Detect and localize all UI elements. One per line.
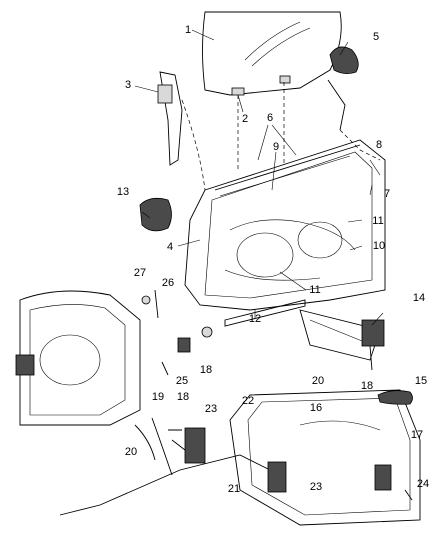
- callout-20-right: 20: [311, 375, 325, 387]
- callout-26: 26: [161, 277, 175, 289]
- callout-18-mid: 18: [176, 391, 190, 403]
- callout-11-lower: 11: [309, 284, 321, 296]
- callout-14: 14: [412, 292, 426, 304]
- front-run-channel: [157, 71, 183, 166]
- clip: [161, 361, 169, 376]
- callout-10: 10: [372, 240, 386, 252]
- callout-13: 13: [116, 186, 130, 198]
- leader-lines: [134, 29, 384, 326]
- callout-5: 5: [372, 31, 380, 43]
- speaker: [139, 197, 172, 232]
- callout-23-left: 23: [204, 403, 218, 415]
- door-latch-left: [168, 427, 206, 464]
- door-lower-right-view: [229, 389, 421, 526]
- callout-9: 9: [272, 141, 280, 153]
- callout-21: 21: [227, 483, 241, 495]
- callout-20-left: 20: [124, 446, 138, 458]
- link-rod-2: [134, 424, 156, 461]
- door-handle-part: [177, 337, 191, 353]
- window-regulator: [299, 309, 385, 371]
- grommet: [201, 326, 213, 338]
- door-inner-panel: [184, 139, 386, 311]
- outside-mirror: [327, 46, 359, 131]
- link-rod: [151, 417, 173, 476]
- callout-27: 27: [133, 267, 147, 279]
- callout-4: 4: [166, 241, 174, 253]
- callout-7: 7: [383, 188, 391, 200]
- release-cable: [59, 454, 271, 516]
- callout-11-upper: 11: [372, 215, 384, 227]
- callout-12: 12: [248, 313, 262, 325]
- glass-clip: [231, 87, 245, 96]
- callout-19: 19: [151, 391, 165, 403]
- callout-1: 1: [184, 24, 192, 36]
- callout-17: 17: [410, 429, 424, 441]
- nut: [141, 295, 151, 305]
- callout-3: 3: [124, 79, 132, 91]
- callout-2: 2: [241, 113, 249, 125]
- callout-18-left: 18: [199, 364, 213, 376]
- callout-8: 8: [375, 139, 383, 151]
- callout-23-right: 23: [309, 481, 323, 493]
- callout-15: 15: [414, 375, 428, 387]
- callout-24: 24: [416, 478, 430, 490]
- bolt: [154, 289, 159, 319]
- belt-weatherstrip: [224, 299, 306, 327]
- glass-clip-rear: [279, 75, 291, 84]
- door-latch-right: [267, 461, 287, 493]
- callout-25: 25: [175, 375, 189, 387]
- screw: [404, 489, 413, 501]
- outside-handle: [377, 390, 413, 405]
- callout-18-right: 18: [360, 380, 374, 392]
- callout-6: 6: [266, 112, 274, 124]
- door-lower-left-view: [15, 290, 141, 426]
- door-glass: [202, 11, 342, 96]
- callout-16: 16: [309, 402, 323, 414]
- callout-22: 22: [241, 395, 255, 407]
